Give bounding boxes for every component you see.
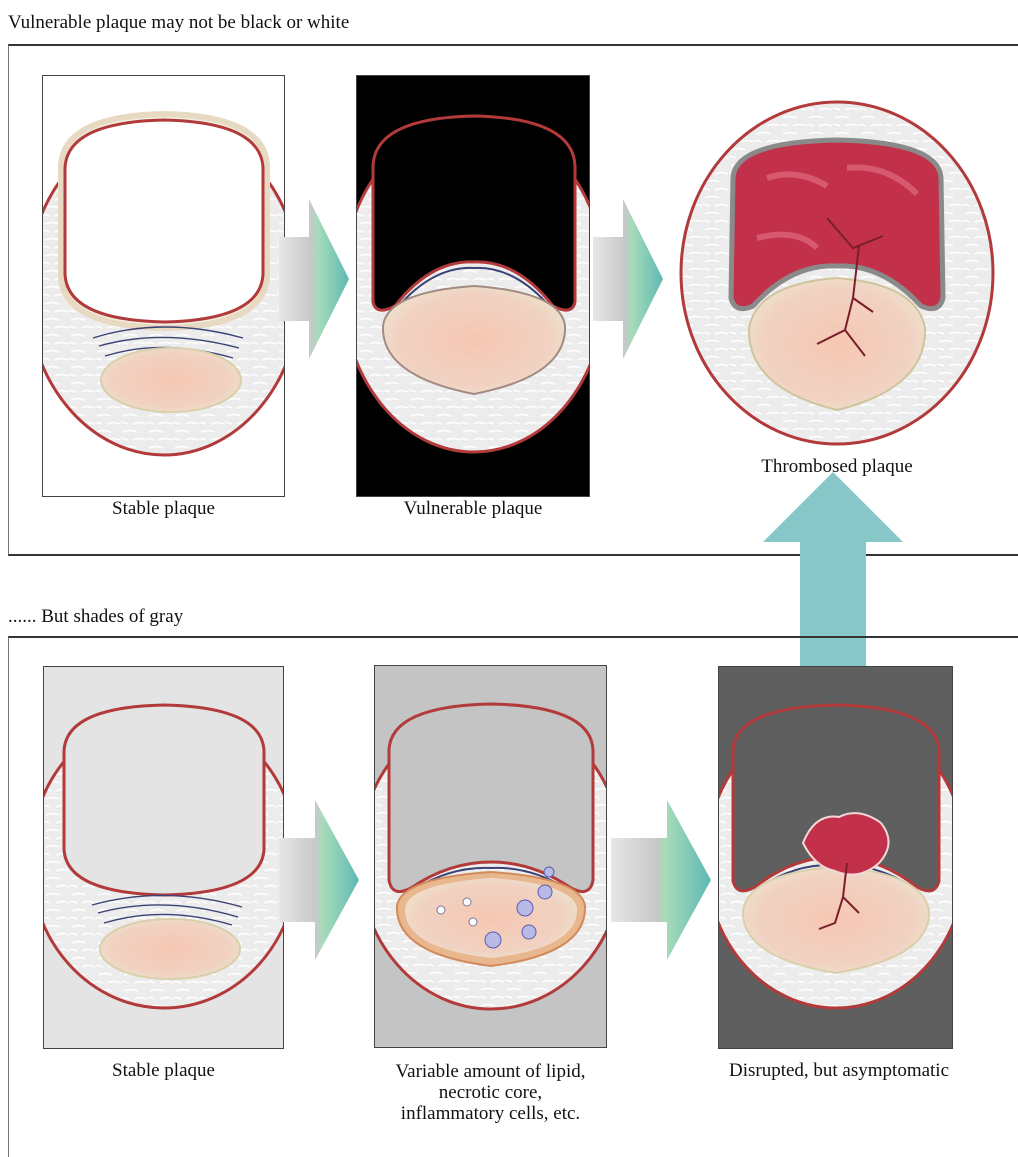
thrombosed-plaque-illustration [677, 98, 997, 448]
top-stable-plaque-caption: Stable plaque [42, 498, 285, 519]
bottom-stable-plaque-frame [43, 666, 284, 1049]
bottom-stable-plaque-caption: Stable plaque [43, 1060, 284, 1081]
top-arrow-2 [593, 199, 663, 364]
top-vulnerable-plaque-caption: Vulnerable plaque [349, 498, 597, 519]
vulnerable-plaque-frame [356, 75, 590, 497]
stable-plaque-frame [42, 75, 285, 497]
bottom-section-heading: ...... But shades of gray [8, 606, 183, 628]
disrupted-plaque-frame [718, 666, 953, 1049]
bottom-stable-plaque-illustration [44, 667, 284, 1049]
bottom-arrow-1 [279, 800, 359, 965]
variable-lipid-caption-line-1: Variable amount of lipid, [339, 1061, 642, 1082]
top-arrow-1 [279, 199, 349, 364]
bottom-panel: Stable plaque Variable amount of lipid, … [8, 636, 1018, 1157]
disrupted-plaque-illustration [719, 667, 953, 1049]
variable-lipid-frame [374, 665, 607, 1048]
variable-lipid-caption-line-2: necrotic core, [339, 1082, 642, 1103]
disrupted-plaque-caption: Disrupted, but asymptomatic [689, 1060, 989, 1081]
vulnerable-plaque-illustration [357, 76, 590, 497]
variable-lipid-caption-line-3: inflammatory cells, etc. [339, 1103, 642, 1124]
bottom-arrow-2 [611, 800, 711, 965]
top-section-heading: Vulnerable plaque may not be black or wh… [8, 12, 349, 34]
variable-lipid-caption: Variable amount of lipid, necrotic core,… [339, 1061, 642, 1124]
variable-lipid-illustration [375, 666, 607, 1048]
stable-plaque-illustration [43, 76, 285, 497]
